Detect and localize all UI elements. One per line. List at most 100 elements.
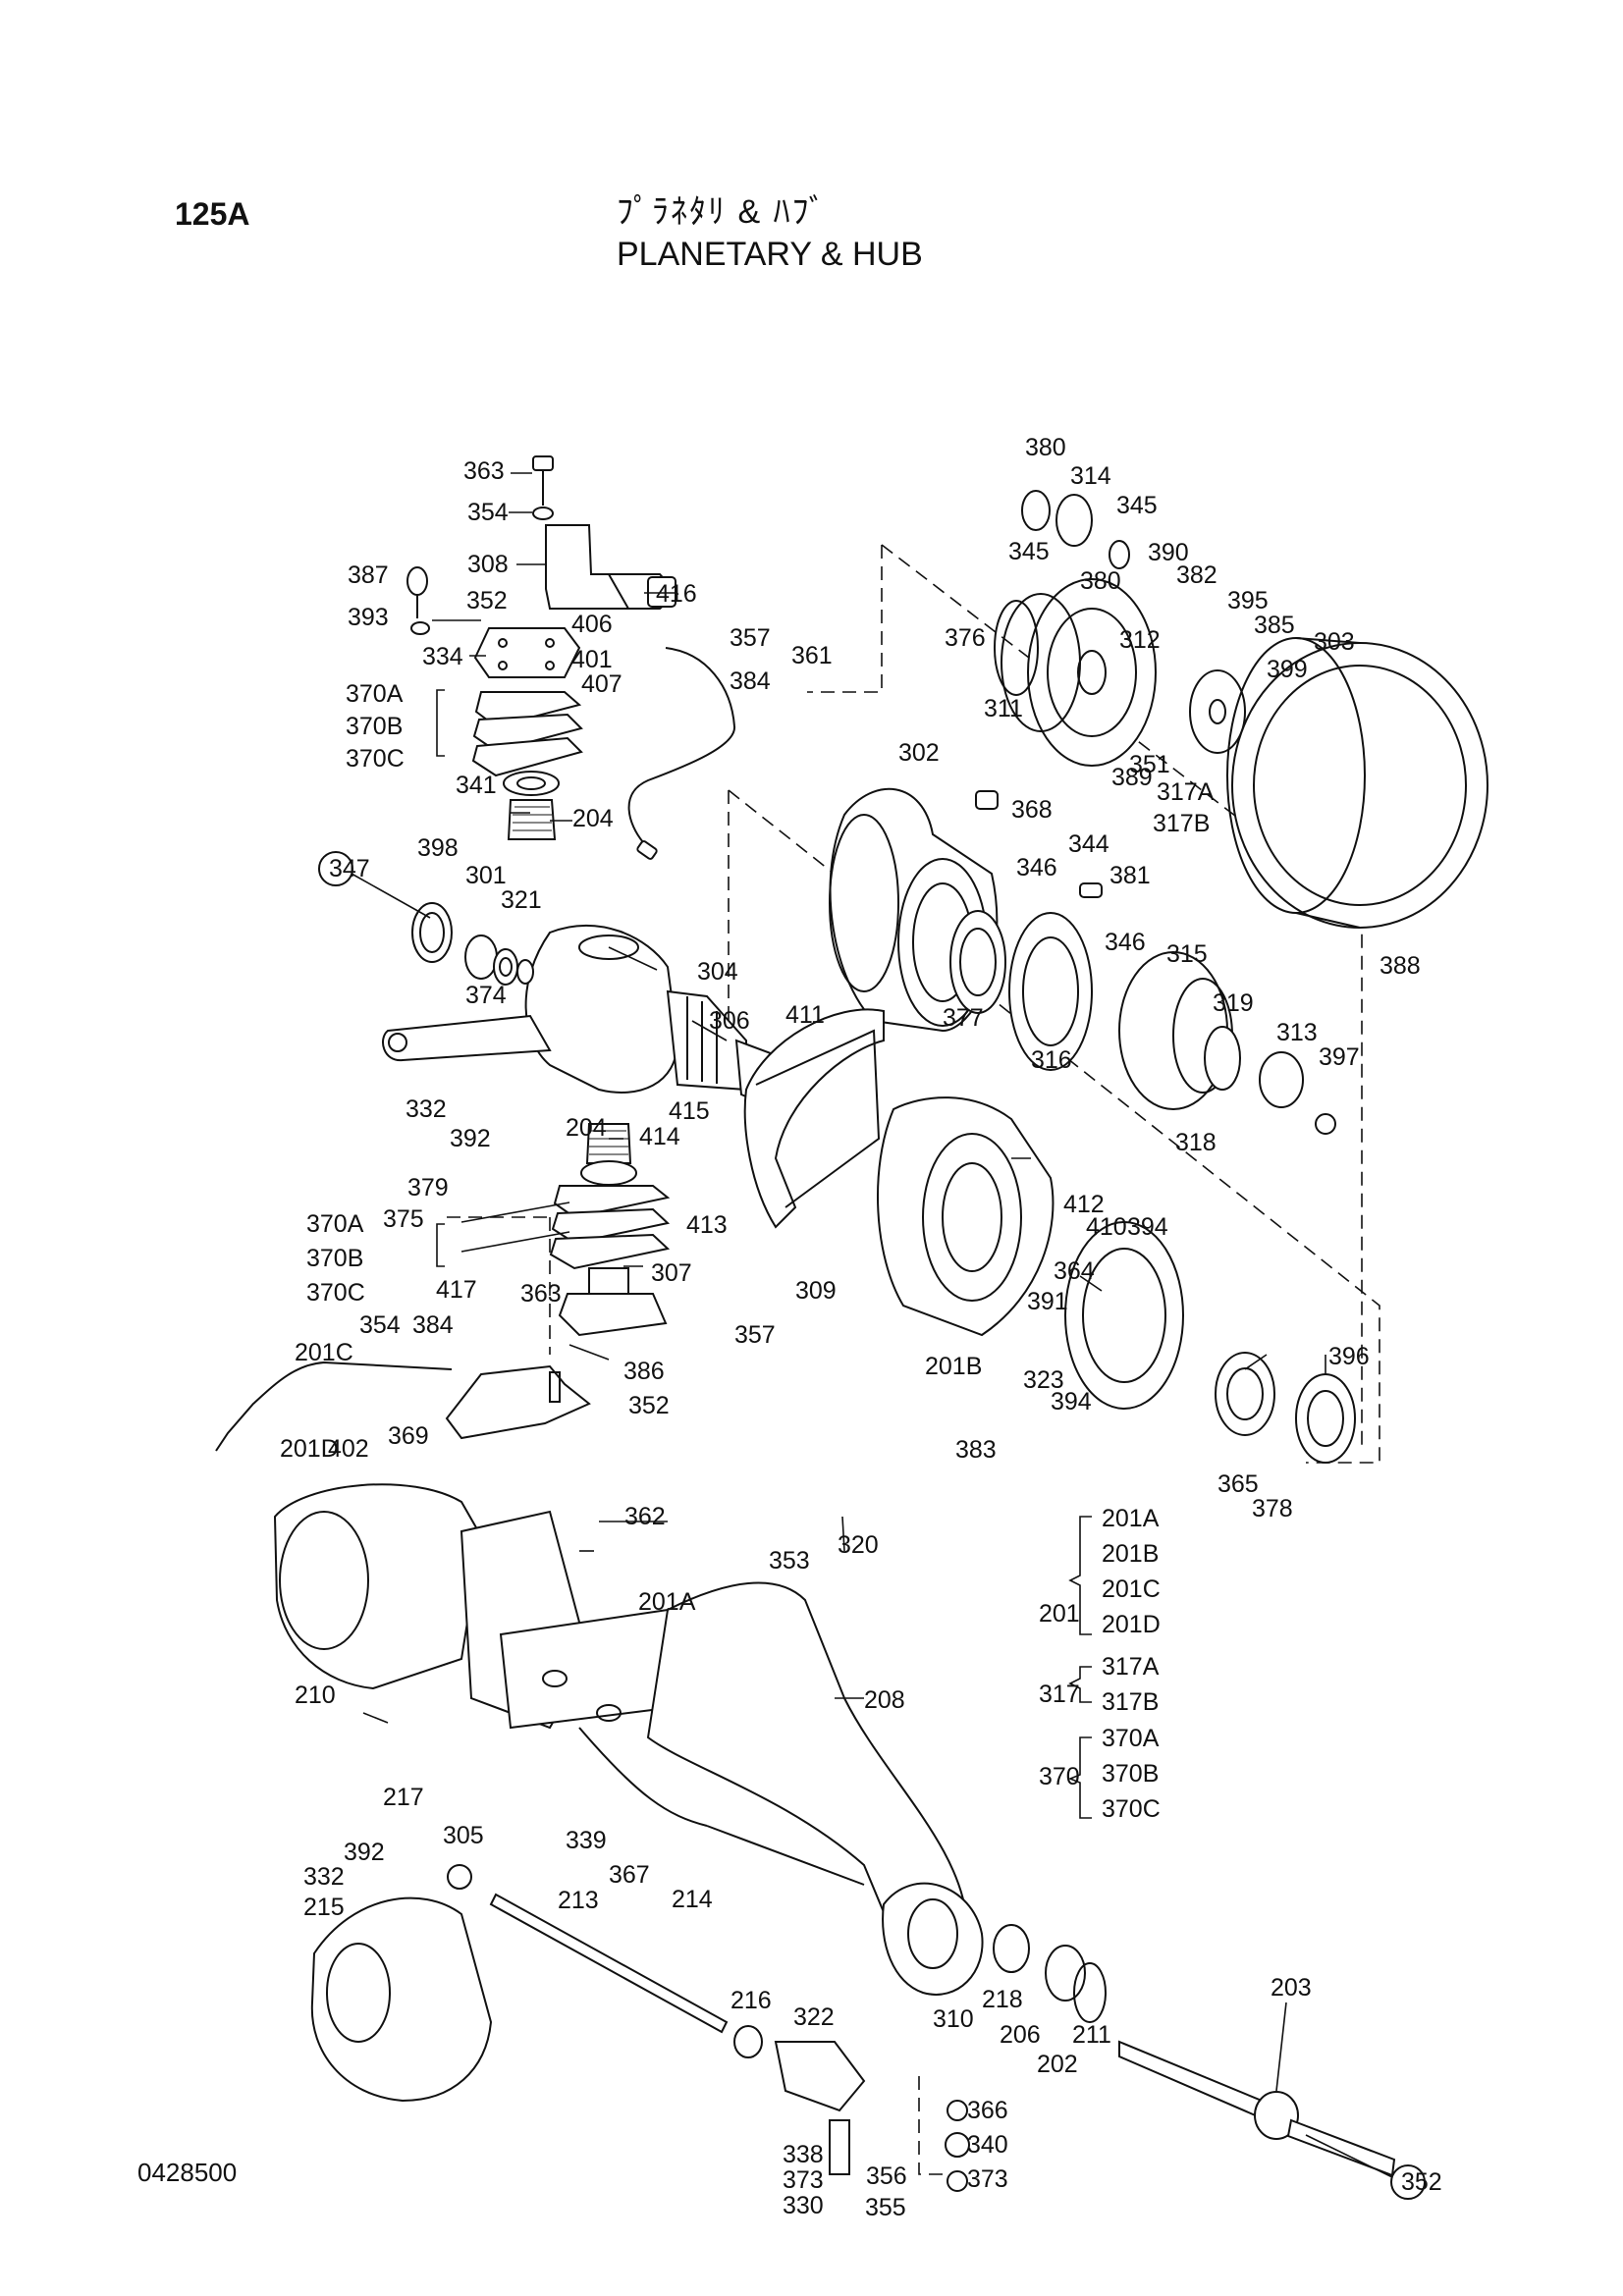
group-member-201b: 201B xyxy=(1102,1540,1159,1568)
part-number-345: 345 xyxy=(1008,538,1050,565)
part-number-388: 388 xyxy=(1380,952,1421,980)
axle-seal-parts xyxy=(993,1924,1107,2023)
part-number-344: 344 xyxy=(1068,830,1109,858)
group-member-370b: 370B xyxy=(1102,1760,1159,1788)
thrust-plate xyxy=(1189,669,1246,754)
part-number-206: 206 xyxy=(1000,2021,1041,2049)
part-number-366: 366 xyxy=(967,2097,1008,2124)
page-number: 125A xyxy=(175,196,250,232)
part-number-317a: 317A xyxy=(1157,778,1215,806)
part-number-332: 332 xyxy=(303,1863,345,1891)
part-number-208: 208 xyxy=(864,1686,905,1714)
part-number-379: 379 xyxy=(407,1174,449,1201)
part-number-394: 394 xyxy=(1051,1388,1092,1415)
tie-rod xyxy=(447,1864,763,2058)
part-number-416: 416 xyxy=(656,580,697,608)
part-number-368: 368 xyxy=(1011,796,1053,824)
part-number-214: 214 xyxy=(672,1886,713,1913)
part-number-390: 390 xyxy=(1148,539,1189,566)
part-number-384: 384 xyxy=(730,667,771,695)
part-number-415: 415 xyxy=(669,1097,710,1125)
tie-rod-end xyxy=(774,2041,970,2192)
part-number-332: 332 xyxy=(406,1095,447,1123)
part-number-413: 413 xyxy=(686,1211,728,1239)
part-number-356: 356 xyxy=(866,2163,907,2190)
part-number-354: 354 xyxy=(359,1311,401,1339)
part-number-345: 345 xyxy=(1116,492,1158,519)
part-number-323: 323 xyxy=(1023,1366,1064,1394)
hub-plug xyxy=(975,790,999,810)
brake-cover xyxy=(1064,1221,1184,1410)
part-number-380: 380 xyxy=(1025,434,1066,461)
group-member-201d: 201D xyxy=(1102,1611,1161,1638)
part-number-319: 319 xyxy=(1213,989,1254,1017)
part-number-417: 417 xyxy=(436,1276,477,1304)
part-number-347: 347 xyxy=(329,855,370,882)
part-number-334: 334 xyxy=(422,643,463,670)
reference-circle-a-top xyxy=(318,851,353,886)
part-number-352: 352 xyxy=(466,587,508,614)
part-number-340: 340 xyxy=(967,2131,1008,2159)
part-number-396: 396 xyxy=(1328,1343,1370,1370)
grease-line-lower xyxy=(215,1361,453,1452)
part-number-215: 215 xyxy=(303,1894,345,1921)
part-number-353: 353 xyxy=(769,1547,810,1575)
part-number-391: 391 xyxy=(1027,1288,1068,1315)
part-number-385: 385 xyxy=(1254,612,1295,639)
part-number-370b: 370B xyxy=(306,1245,363,1272)
group-code-370: 370 xyxy=(1039,1763,1080,1790)
part-number-316: 316 xyxy=(1031,1046,1072,1074)
axle-housing xyxy=(273,1483,984,1996)
part-number-355: 355 xyxy=(865,2194,906,2221)
part-number-393: 393 xyxy=(348,604,389,631)
reference-circle-a-bottom xyxy=(1390,2164,1426,2200)
part-number-363: 363 xyxy=(463,457,505,485)
grease-line-upper xyxy=(627,647,736,855)
part-number-312: 312 xyxy=(1119,626,1161,654)
part-number-354: 354 xyxy=(467,499,509,526)
part-number-307: 307 xyxy=(651,1259,692,1287)
part-number-414: 414 xyxy=(639,1123,680,1150)
part-number-370a: 370A xyxy=(306,1210,364,1238)
part-number-322: 322 xyxy=(793,2003,835,2031)
part-number-381: 381 xyxy=(1109,862,1151,889)
part-number-305: 305 xyxy=(443,1822,484,1849)
group-member-201a: 201A xyxy=(1102,1505,1160,1532)
part-number-201d: 201D xyxy=(280,1435,339,1463)
part-number-211: 211 xyxy=(1072,2021,1111,2049)
part-number-317b: 317B xyxy=(1153,810,1210,837)
part-number-213: 213 xyxy=(558,1887,599,1914)
part-number-217: 217 xyxy=(383,1784,424,1811)
group-legends: 201201A201B201C201D317317A317B370370A370… xyxy=(1039,1505,1161,1823)
part-number-395: 395 xyxy=(1227,587,1269,614)
part-number-373: 373 xyxy=(967,2165,1008,2193)
part-number-401: 401 xyxy=(571,646,613,673)
part-number-318: 318 xyxy=(1175,1129,1217,1156)
lower-kingpin-assembly xyxy=(445,1123,671,1440)
part-number-377: 377 xyxy=(943,1004,984,1032)
part-number-346: 346 xyxy=(1105,929,1146,956)
part-number-407: 407 xyxy=(581,670,622,698)
part-number-306: 306 xyxy=(709,1007,750,1035)
part-number-394: 394 xyxy=(1127,1213,1168,1241)
part-number-376: 376 xyxy=(945,624,986,652)
group-code-201: 201 xyxy=(1039,1600,1080,1628)
group-member-370c: 370C xyxy=(1102,1795,1161,1823)
part-number-410: 410 xyxy=(1086,1213,1127,1241)
part-number-314: 314 xyxy=(1070,462,1111,490)
part-number-352: 352 xyxy=(1401,2168,1442,2196)
part-number-352: 352 xyxy=(628,1392,670,1419)
part-number-380: 380 xyxy=(1080,567,1121,595)
part-number-370c: 370C xyxy=(346,745,405,773)
part-number-301: 301 xyxy=(465,862,507,889)
hub-seal-parts xyxy=(1215,1352,1356,1464)
part-number-382: 382 xyxy=(1176,561,1217,589)
part-number-321: 321 xyxy=(501,886,542,914)
part-number-365: 365 xyxy=(1217,1470,1259,1498)
part-number-364: 364 xyxy=(1054,1257,1095,1285)
group-member-317a: 317A xyxy=(1102,1653,1160,1681)
part-number-330: 330 xyxy=(783,2192,824,2219)
part-number-378: 378 xyxy=(1252,1495,1293,1522)
part-number-309: 309 xyxy=(795,1277,837,1305)
